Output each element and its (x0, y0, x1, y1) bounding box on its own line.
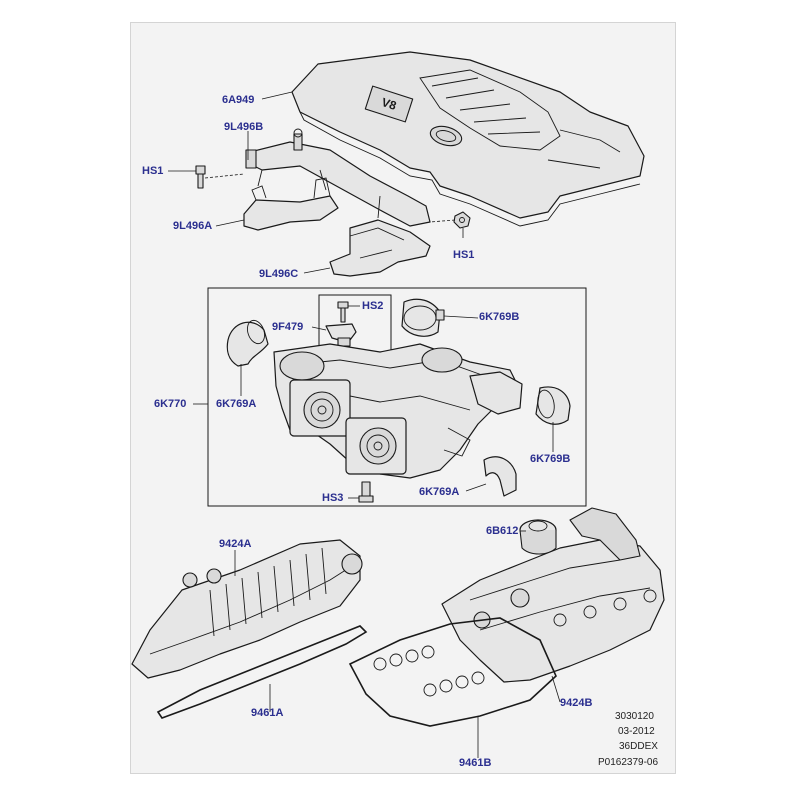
cam-cover-right-9424b (441, 507, 665, 683)
reference-line-1: 3030120 (615, 711, 654, 722)
callout-6k769a-left: 6K769A (216, 398, 257, 410)
oil-filler-cap-6b612 (519, 519, 557, 555)
hose-6k769a-bottom (483, 456, 517, 497)
callout-9461b: 9461B (459, 757, 492, 769)
callout-9424b: 9424B (560, 697, 593, 709)
callout-hs1-left: HS1 (142, 165, 164, 177)
gasket-9461b (348, 617, 557, 727)
detail-frame (207, 287, 587, 507)
reference-line-2: 03-2012 (618, 726, 655, 737)
cam-cover-left-9424a (131, 539, 363, 679)
screw-hs2 (337, 301, 349, 323)
throttle-assembly-6k770 (273, 343, 523, 479)
callout-hs1-right: HS1 (453, 249, 475, 261)
hose-6k769b-right (535, 386, 571, 425)
callout-9f479: 9F479 (272, 321, 304, 333)
hose-6k769b-top (401, 298, 445, 337)
gasket-9461a (156, 625, 368, 719)
callout-6k769b-top: 6K769B (479, 311, 520, 323)
leader-lines (168, 91, 561, 758)
callout-hs3: HS3 (322, 492, 344, 504)
callout-6k770: 6K770 (154, 398, 187, 410)
bracket-9l496b (245, 128, 431, 227)
callout-9l496a: 9L496A (173, 220, 213, 232)
callout-6a949: 6A949 (222, 94, 255, 106)
screw-hs1-left (195, 165, 245, 189)
callout-6k769a-bottom: 6K769A (419, 486, 460, 498)
nut-hs1-right (429, 211, 471, 229)
callout-9461a: 9461A (251, 707, 284, 719)
reference-line-4: P0162379-06 (598, 757, 659, 768)
sensor-9f479 (325, 323, 357, 347)
callout-hs2: HS2 (362, 300, 384, 312)
bracket-9l496c (329, 219, 431, 277)
screw-hs3 (358, 481, 374, 503)
callout-9l496b: 9L496B (224, 121, 264, 133)
bracket-9l496a (243, 177, 339, 231)
callout-9l496c: 9L496C (259, 268, 299, 280)
hose-6k769a-left (226, 319, 269, 367)
cover-badge-text: V8 (380, 95, 399, 113)
callout-6k769b-right: 6K769B (530, 453, 571, 465)
reference-line-3: 36DDEX (619, 741, 658, 752)
engine-cover-6a949 (291, 51, 645, 227)
callout-6b612: 6B612 (486, 525, 519, 537)
callout-9424a: 9424A (219, 538, 252, 550)
